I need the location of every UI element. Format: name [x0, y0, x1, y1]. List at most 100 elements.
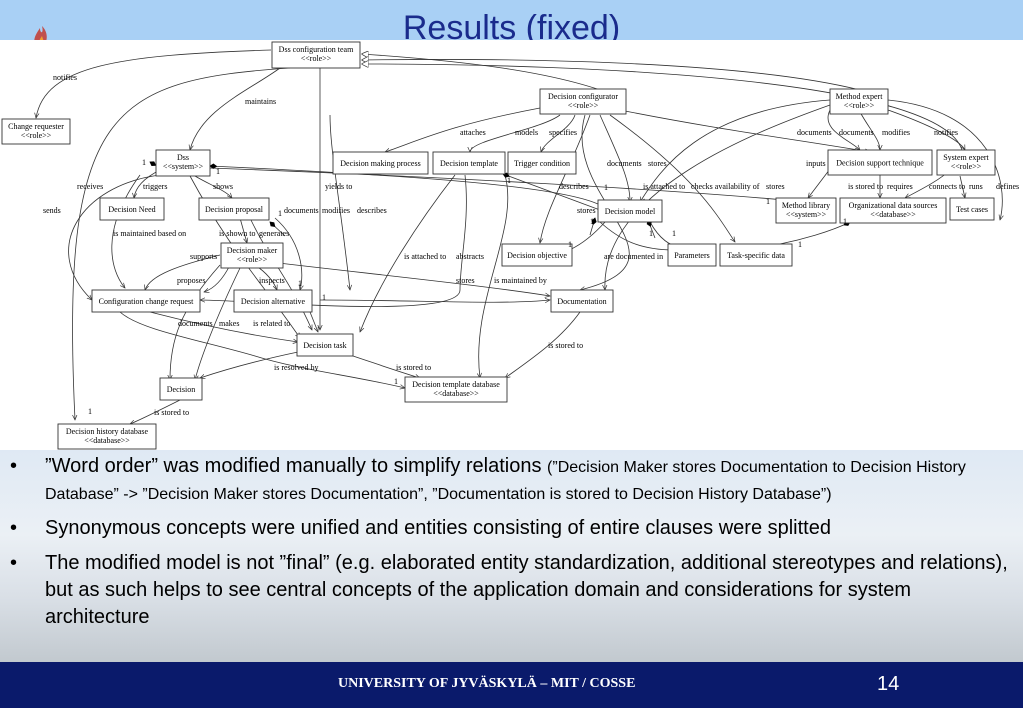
node-box: [501, 243, 573, 267]
multiplicity-label: 1: [798, 240, 802, 249]
node-label: Decision configurator: [548, 92, 618, 101]
edge-label-inspects: inspects: [259, 276, 285, 285]
node-label: <<role>>: [951, 162, 982, 171]
footer-university: UNIVERSITY OF JYVÄSKYLÄ – MIT / COSSE: [338, 676, 636, 691]
bullet-main-text: Synonymous concepts were unified and ent…: [45, 517, 831, 539]
page-number: 14: [877, 673, 900, 695]
edge-label-specifies: specifies: [549, 128, 577, 137]
node-box: [220, 242, 284, 269]
node-change-requester: Change requester<<role>>: [1, 118, 71, 145]
node-label: <<role>>: [844, 101, 875, 110]
bullet-glyph: •: [10, 455, 18, 477]
node-label: Decision support technique: [836, 159, 924, 168]
node-label: Dss: [177, 153, 189, 162]
node-decision-objective: Decision objective: [501, 243, 573, 267]
node-box: [271, 41, 361, 69]
node-label: <<role>>: [21, 131, 52, 140]
node-label: <<database>>: [84, 436, 130, 445]
edge-label-is-stored-to-3: is stored to: [396, 363, 431, 372]
bullet-main-text: ”Word order” was modified manually to si…: [45, 455, 542, 477]
edge-label-stores-2: stores: [766, 182, 785, 191]
edge-label-documents-2: documents: [839, 128, 874, 137]
node-label: <<database>>: [870, 210, 916, 219]
bullet-list: • ”Word order” was modified manually to …: [10, 453, 1010, 639]
node-system-expert: System expert<<role>>: [936, 149, 996, 176]
node-box: [949, 197, 995, 221]
node-label: Dss configuration team: [279, 45, 354, 54]
node-label: Decision task: [303, 341, 346, 350]
node-label: Configuration change request: [99, 297, 194, 306]
edge-label-attaches: attaches: [460, 128, 486, 137]
node-method-expert: Method expert<<role>>: [829, 88, 889, 115]
edge-label-makes: makes: [219, 319, 239, 328]
edge-label-inputs: inputs: [806, 159, 826, 168]
node-box: [432, 151, 506, 175]
edge-label-is-stored-to-1: is stored to: [848, 182, 883, 191]
node-decision-support-technique: Decision support technique: [827, 149, 933, 176]
multiplicity-label: 1: [298, 279, 302, 288]
edge-label-generates: generates: [259, 229, 289, 238]
node-label: Decision template database: [412, 380, 500, 389]
edge-label-is-resolved-by: is resolved by: [274, 363, 318, 372]
edge-label-stores-1: stores: [648, 159, 667, 168]
edge-label-receives: receives: [77, 182, 103, 191]
node-label: Parameters: [674, 251, 710, 260]
node-label: <<system>>: [786, 210, 827, 219]
multiplicity-label: 1: [649, 229, 653, 238]
node-method-library: Method library<<system>>: [775, 197, 837, 224]
node-decision-template-db: Decision template database<<database>>: [404, 376, 508, 403]
node-decision-alternative: Decision alternative: [233, 289, 313, 313]
edge-label-documents-5: documents: [178, 319, 213, 328]
edge-label-checks-availability-of: checks availability of: [691, 182, 760, 191]
multiplicity-label: 1: [142, 158, 146, 167]
edge-label-modifies-2: modifies: [322, 206, 350, 215]
node-box: [233, 289, 313, 313]
node-dss: Dss<<system>>: [155, 149, 211, 177]
node-box: [507, 151, 577, 175]
node-label: Trigger condition: [514, 159, 570, 168]
node-box: [159, 377, 203, 401]
edge-label-models: models: [515, 128, 538, 137]
node-box: [775, 197, 837, 224]
bullet-main-text: The modified model is not ”final” (e.g. …: [45, 552, 1008, 628]
node-decision-need: Decision Need: [99, 197, 165, 221]
multiplicity-label: 1: [88, 407, 92, 416]
node-decision-proposal: Decision proposal: [198, 197, 270, 221]
edge-label-notifies-1: notifies: [53, 73, 77, 82]
multiplicity-label: 1: [843, 217, 847, 226]
title-band: [0, 0, 1023, 46]
concept-diagram: Dss configuration team <<role>> Decision c…: [1, 41, 1019, 450]
multiplicity-label: 1: [394, 377, 398, 386]
footer-bar: [0, 662, 1023, 708]
node-box: [719, 243, 793, 267]
multiplicity-label: 1: [672, 229, 676, 238]
node-parameters: Parameters: [667, 243, 717, 267]
multiplicity-label: 1: [568, 240, 572, 249]
node-label: <<database>>: [433, 389, 479, 398]
node-box: [99, 197, 165, 221]
edge-label-defines: defines: [996, 182, 1019, 191]
bullet-item: • ”Word order” was modified manually to …: [10, 453, 1010, 507]
edge-label-is-attached-to-2: is attached to: [404, 252, 446, 261]
node-trigger-condition: Trigger condition: [507, 151, 577, 175]
node-decision-maker: Decision maker<<role>>: [220, 242, 284, 269]
node-decision-template: Decision template: [432, 151, 506, 175]
node-box: [296, 333, 354, 357]
edge-label-supports: supports: [190, 252, 217, 261]
edge-label-maintains: maintains: [245, 97, 276, 106]
node-decision-task: Decision task: [296, 333, 354, 357]
edge-label-is-related-to: is related to: [253, 319, 290, 328]
node-label: Decision history database: [66, 427, 149, 436]
node-label: Organizational data sources: [849, 201, 938, 210]
edge-label-stores-4: stores: [456, 276, 475, 285]
node-label: <<system>>: [163, 162, 204, 171]
edge-label-documents-4: documents: [284, 206, 319, 215]
node-box: [198, 197, 270, 221]
multiplicity-label: 1: [590, 217, 594, 226]
node-decision-configurator: Decision configurator<<role>>: [539, 88, 627, 115]
edge-label-runs: runs: [969, 182, 983, 191]
node-label: Decision proposal: [205, 205, 264, 214]
node-task-specific-data: Task-specific data: [719, 243, 793, 267]
edge-label-shows: shows: [213, 182, 233, 191]
node-box: [539, 88, 627, 115]
